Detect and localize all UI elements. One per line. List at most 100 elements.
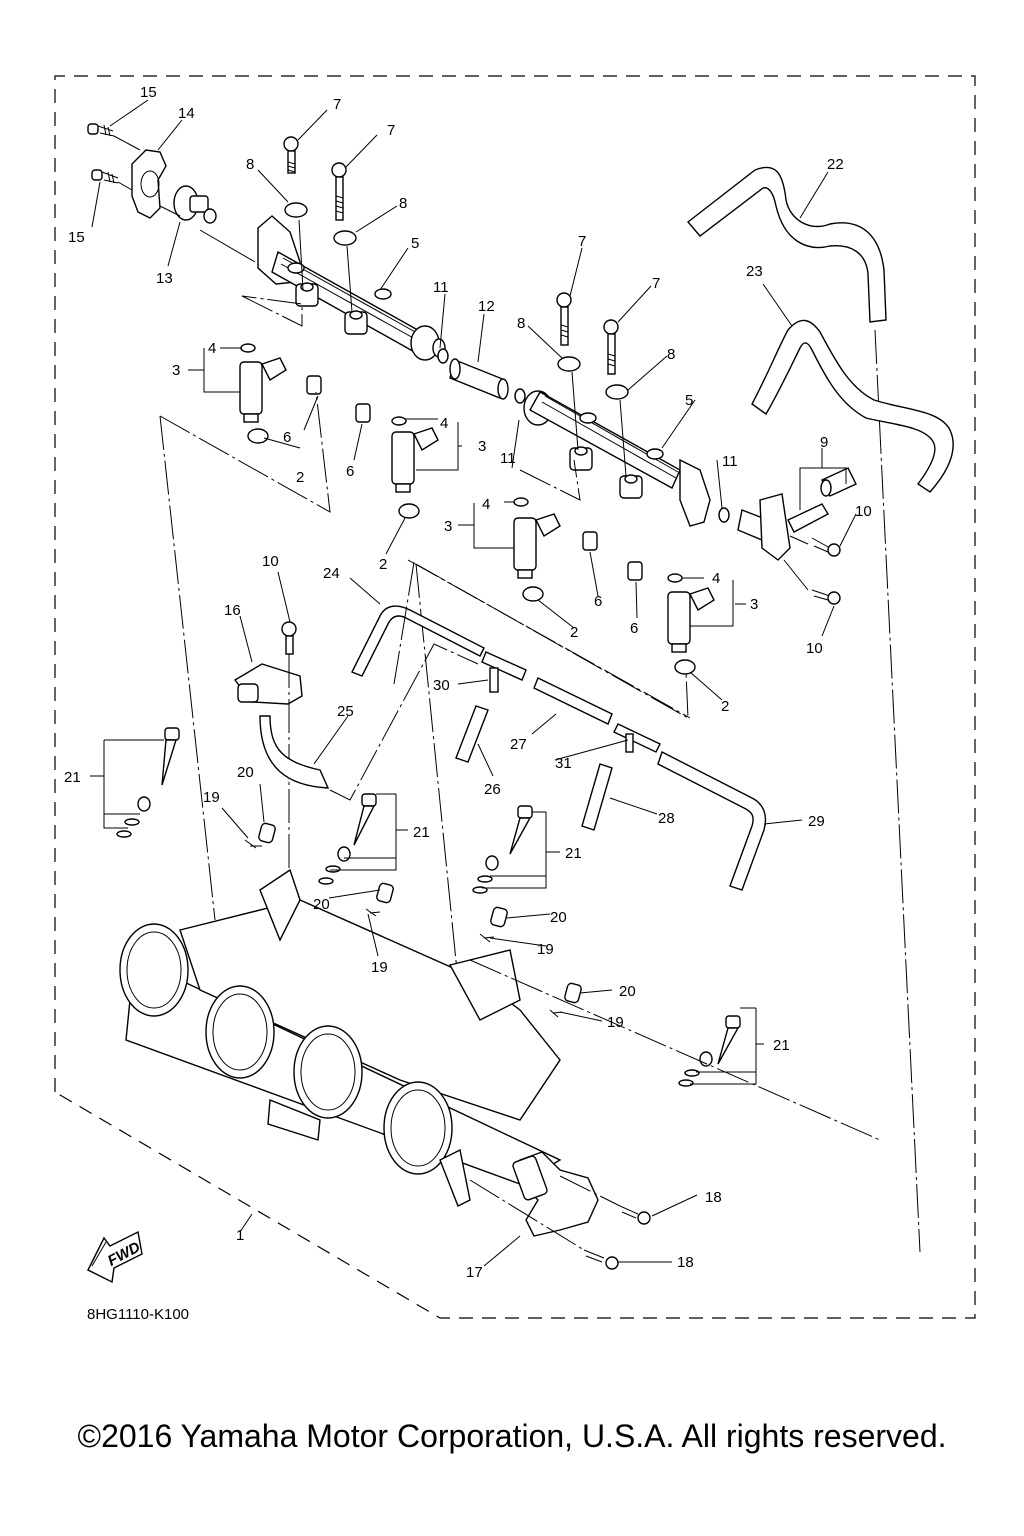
washer-8-b xyxy=(333,230,357,246)
callout-20: 20 xyxy=(619,983,636,1000)
callout-7: 7 xyxy=(387,122,395,139)
callout-1: 1 xyxy=(236,1227,244,1244)
hose-27 xyxy=(533,677,613,725)
cap-20-c xyxy=(490,906,508,928)
callout-23: 23 xyxy=(746,263,763,280)
hose-22 xyxy=(686,166,887,323)
callout-21: 21 xyxy=(413,824,430,841)
callout-28: 28 xyxy=(658,810,675,827)
callout-8: 8 xyxy=(399,195,407,212)
clip-19-b xyxy=(365,908,381,917)
callout-3: 3 xyxy=(478,438,486,455)
bolt-10-center xyxy=(281,621,297,655)
joint-pipe-12 xyxy=(449,358,509,400)
callout-6: 6 xyxy=(346,463,354,480)
callout-21: 21 xyxy=(64,769,81,786)
callout-22: 22 xyxy=(827,156,844,173)
collar-6-b xyxy=(355,403,371,423)
callout-3: 3 xyxy=(750,596,758,613)
bolt-7-c xyxy=(556,292,572,346)
callout-4: 4 xyxy=(712,570,720,587)
callout-13: 13 xyxy=(156,270,173,287)
leader-lines xyxy=(90,99,857,1267)
seal-2-b xyxy=(398,503,420,519)
callout-4: 4 xyxy=(208,340,216,357)
assembly-boundary xyxy=(54,75,976,1319)
bolt-15-upper xyxy=(87,123,115,137)
callout-15: 15 xyxy=(68,229,85,246)
callout-8: 8 xyxy=(667,346,675,363)
callout-6: 6 xyxy=(594,593,602,610)
callout-8: 8 xyxy=(517,315,525,332)
callout-2: 2 xyxy=(379,556,387,573)
cap-20-d xyxy=(564,982,582,1004)
o-ring-11-b xyxy=(514,388,526,404)
callout-11: 11 xyxy=(722,453,738,470)
callout-10: 10 xyxy=(806,640,823,657)
screw-18-upper xyxy=(619,1205,651,1225)
callout-6: 6 xyxy=(283,429,291,446)
callout-29: 29 xyxy=(808,813,825,830)
callout-8: 8 xyxy=(246,156,254,173)
washer-8-a xyxy=(284,202,308,218)
callout-21: 21 xyxy=(773,1037,790,1054)
callout-6: 6 xyxy=(630,620,638,637)
t-joint-31 xyxy=(613,723,661,753)
o-ring-11-c xyxy=(718,507,730,523)
callout-11: 11 xyxy=(500,450,516,467)
callout-7: 7 xyxy=(578,233,586,250)
clip-19-a xyxy=(244,839,262,849)
hose-26 xyxy=(455,705,489,763)
hose-25 xyxy=(259,715,330,789)
sensor-16 xyxy=(233,663,303,705)
callout-7: 7 xyxy=(333,96,341,113)
callout-labels: 15 14 15 13 7 7 8 8 5 11 12 22 23 7 7 8 … xyxy=(64,84,872,1281)
seal-2-d xyxy=(674,659,696,675)
callout-11: 11 xyxy=(433,279,449,296)
fuel-rail-5-left xyxy=(257,215,446,361)
injector-3-a xyxy=(239,343,287,423)
callout-3: 3 xyxy=(444,518,452,535)
bolt-7-d xyxy=(603,319,619,375)
callout-19: 19 xyxy=(607,1014,624,1031)
callout-24: 24 xyxy=(323,565,340,582)
callout-7: 7 xyxy=(652,275,660,292)
injector-3-c xyxy=(513,497,561,579)
callout-12: 12 xyxy=(478,298,495,315)
callout-4: 4 xyxy=(482,496,490,513)
bolt-7-b xyxy=(331,162,347,221)
injector-3-d xyxy=(667,573,715,653)
hose-29 xyxy=(657,751,767,891)
callout-30: 30 xyxy=(433,677,450,694)
fuel-pipe-9 xyxy=(737,467,857,561)
callout-27: 27 xyxy=(510,736,527,753)
callout-5: 5 xyxy=(685,392,693,409)
screw-set-21-c xyxy=(472,805,533,894)
callout-26: 26 xyxy=(484,781,501,798)
washer-8-d xyxy=(605,384,629,400)
throttle-position-sensor-17 xyxy=(512,1151,599,1237)
callout-20: 20 xyxy=(550,909,567,926)
callout-5: 5 xyxy=(411,235,419,252)
callout-18: 18 xyxy=(677,1254,694,1271)
gasket-14 xyxy=(131,149,167,219)
callout-21: 21 xyxy=(565,845,582,862)
collar-6-a xyxy=(306,375,322,395)
callout-20: 20 xyxy=(237,764,254,781)
injector-3-b xyxy=(391,416,439,493)
collar-6-c xyxy=(582,531,598,551)
seal-2-c xyxy=(522,586,544,602)
collar-6-d xyxy=(627,561,643,581)
bolt-10-lower xyxy=(811,589,841,605)
callout-2: 2 xyxy=(296,469,304,486)
callout-2: 2 xyxy=(570,624,578,641)
callout-19: 19 xyxy=(537,941,554,958)
bolt-7-a xyxy=(283,136,299,174)
clip-19-c xyxy=(479,933,495,943)
callout-9: 9 xyxy=(820,434,828,451)
screw-18-lower xyxy=(583,1249,619,1270)
callout-14: 14 xyxy=(178,105,195,122)
washer-8-c xyxy=(557,356,581,372)
callout-20: 20 xyxy=(313,896,330,913)
